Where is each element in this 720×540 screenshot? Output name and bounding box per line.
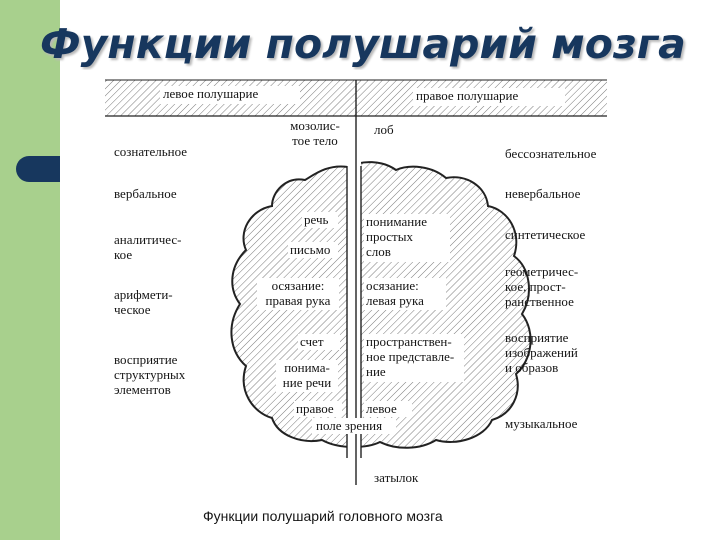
brain-label-bg	[294, 401, 342, 417]
brain-diagram-graphics	[105, 79, 607, 485]
right-function: синтетическое	[505, 227, 586, 242]
brain-left-label: письмо	[290, 242, 331, 257]
brain-left-label: правое	[296, 401, 334, 416]
figure-caption: Функции полушарий головного мозга	[203, 508, 443, 524]
left-function: сознательное	[114, 144, 188, 159]
brain-label-bg	[288, 242, 338, 258]
header-right-label: правое полушарие	[416, 88, 519, 103]
sidebar-stripe	[0, 0, 60, 540]
header-left-label-bg	[160, 86, 300, 104]
right-function: бессознательное	[505, 146, 597, 161]
forehead-label: лоб	[374, 122, 394, 137]
brain-label-bg	[364, 401, 412, 417]
visual-field-label: поле зрения	[316, 418, 383, 433]
brain-label-bg	[276, 360, 338, 392]
brain-label-bg	[312, 418, 396, 434]
right-function: геометричес- кое, прост- ранственное	[505, 264, 579, 309]
brain-label-bg	[257, 278, 339, 310]
left-function: восприятие структурных элементов	[114, 352, 186, 397]
brain-label-bg	[364, 334, 464, 382]
brain-right-label: пространствен- ное представле- ние	[366, 334, 455, 379]
brain-label-bg	[364, 278, 446, 310]
brain-left-label: понима- ние речи	[282, 360, 332, 390]
corpus-callosum-label: мозолис- тое тело	[290, 118, 340, 148]
brain-right-label: понимание простых слов	[366, 214, 427, 259]
central-fissure	[347, 160, 361, 455]
brain-right-label: левое	[366, 401, 397, 416]
right-function: музыкальное	[505, 416, 578, 431]
header-left-label: левое полушарие	[163, 86, 259, 101]
left-function: арифмети- ческое	[114, 287, 173, 317]
right-function: восприятие изображений и образов	[505, 330, 578, 375]
header-right-label-bg	[413, 88, 565, 106]
brain-diagram: левое полушарие правое полушарие сознате…	[60, 70, 720, 540]
brain-right-label: осязание: левая рука	[366, 278, 424, 308]
right-function: невербальное	[505, 186, 581, 201]
brain-left-label: речь	[304, 212, 329, 227]
brain-label-bg	[302, 212, 338, 228]
brain-left-label: осязание: правая рука	[265, 278, 331, 308]
left-function: аналитичес- кое	[114, 232, 182, 262]
brain-label-bg	[298, 334, 340, 350]
brain-label-bg	[364, 214, 450, 262]
brain-left-label: счет	[300, 334, 324, 349]
left-function: вербальное	[114, 186, 177, 201]
slide-title: Функции полушарий мозга	[40, 20, 686, 68]
occiput-label: затылок	[374, 470, 419, 485]
